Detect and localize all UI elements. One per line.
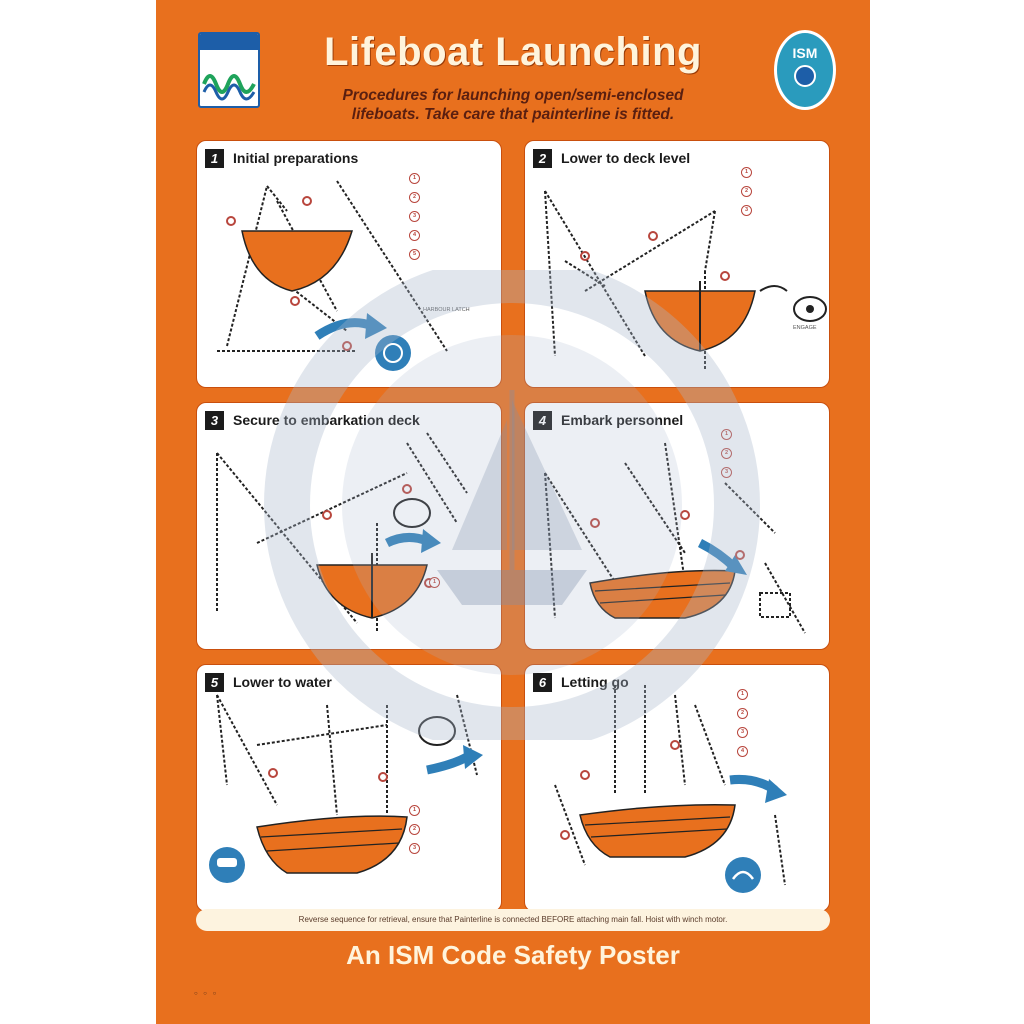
step-item: 1 xyxy=(721,429,813,441)
panel-embark-personnel: 4 Embark personnel 1 2 3 xyxy=(524,402,830,650)
step-number: 4 xyxy=(533,411,552,430)
lifeboat-diagram xyxy=(544,190,827,371)
bottom-marks: ○ ○ ○ xyxy=(194,991,219,997)
safety-poster: ISM Lifeboat Launching Procedures for la… xyxy=(156,0,870,1024)
step-item: 1 xyxy=(409,173,501,185)
panel-letting-go: 6 Letting go 1 2 3 4 xyxy=(524,664,830,912)
step-item: 4 xyxy=(737,746,829,758)
step-list: 1 2 3 4 5 xyxy=(409,173,501,268)
lifeboat-diagram xyxy=(209,694,483,883)
step-number: 2 xyxy=(533,149,552,168)
poster-title: Lifeboat Launching xyxy=(324,30,702,74)
poster-subtitle: Procedures for launching open/semi-enclo… xyxy=(266,86,760,124)
step-number: 3 xyxy=(205,411,224,430)
step-list: 1 xyxy=(429,577,501,596)
panel-lower-to-deck-level: 2 Lower to deck level 1 2 3 ENGAGE xyxy=(524,140,830,388)
panel-title: Letting go xyxy=(561,674,629,690)
step-item: 3 xyxy=(741,205,829,217)
lifeboat-diagram xyxy=(544,442,806,634)
step-item: 5 xyxy=(409,249,501,261)
step-item: 3 xyxy=(409,843,501,855)
step-item: 2 xyxy=(741,186,829,198)
step-item: 2 xyxy=(409,824,501,836)
panel-title: Embark personnel xyxy=(561,412,684,428)
step-item: 1 xyxy=(741,167,829,179)
diagram-caption: ENGAGE xyxy=(793,325,817,331)
step-list: 1 2 3 4 xyxy=(737,689,829,765)
ism-logo: ISM xyxy=(774,30,836,110)
panel-title: Lower to water xyxy=(233,674,332,690)
step-number: 6 xyxy=(533,673,552,692)
panel-lower-to-water: 5 Lower to water 1 2 3 xyxy=(196,664,502,912)
panel-title: Initial preparations xyxy=(233,150,359,166)
step-list: 1 2 3 xyxy=(721,429,813,486)
panel-initial-preparations: 1 Initial preparations 1 2 3 4 5 HARBOUR… xyxy=(196,140,502,388)
ism-logo-text: ISM xyxy=(792,45,818,61)
step-item: 1 xyxy=(409,805,501,817)
step-item: 1 xyxy=(429,577,501,589)
lifeboat-diagram xyxy=(554,685,787,893)
panel-title: Lower to deck level xyxy=(561,150,691,166)
step-number: 5 xyxy=(205,673,224,692)
step-list: 1 2 3 xyxy=(741,167,829,224)
step-item: 2 xyxy=(409,192,501,204)
subtitle-line-2: lifeboats. Take care that painterline is… xyxy=(351,106,675,123)
lifeboat-diagram xyxy=(217,180,448,371)
globe-icon xyxy=(794,65,816,87)
step-number: 1 xyxy=(205,149,224,168)
panel-title: Secure to embarkation deck xyxy=(233,412,420,428)
step-item: 1 xyxy=(737,689,829,701)
step-item: 2 xyxy=(721,448,813,460)
subtitle-line-1: Procedures for launching open/semi-enclo… xyxy=(342,87,684,104)
diagram-caption: HARBOUR LATCH xyxy=(423,307,470,313)
lifeboat-diagram xyxy=(216,432,468,633)
step-item: 3 xyxy=(721,467,813,479)
step-item: 2 xyxy=(737,708,829,720)
step-item: 3 xyxy=(409,211,501,223)
step-item: 3 xyxy=(737,727,829,739)
publisher-logo xyxy=(198,32,260,108)
footer-title: An ISM Code Safety Poster xyxy=(346,940,680,970)
panel-secure-to-embarkation-deck: 3 Secure to embarkation deck 1 xyxy=(196,402,502,650)
step-list: 1 2 3 xyxy=(409,805,501,862)
retrieval-note: Reverse sequence for retrieval, ensure t… xyxy=(196,909,830,931)
step-item: 4 xyxy=(409,230,501,242)
